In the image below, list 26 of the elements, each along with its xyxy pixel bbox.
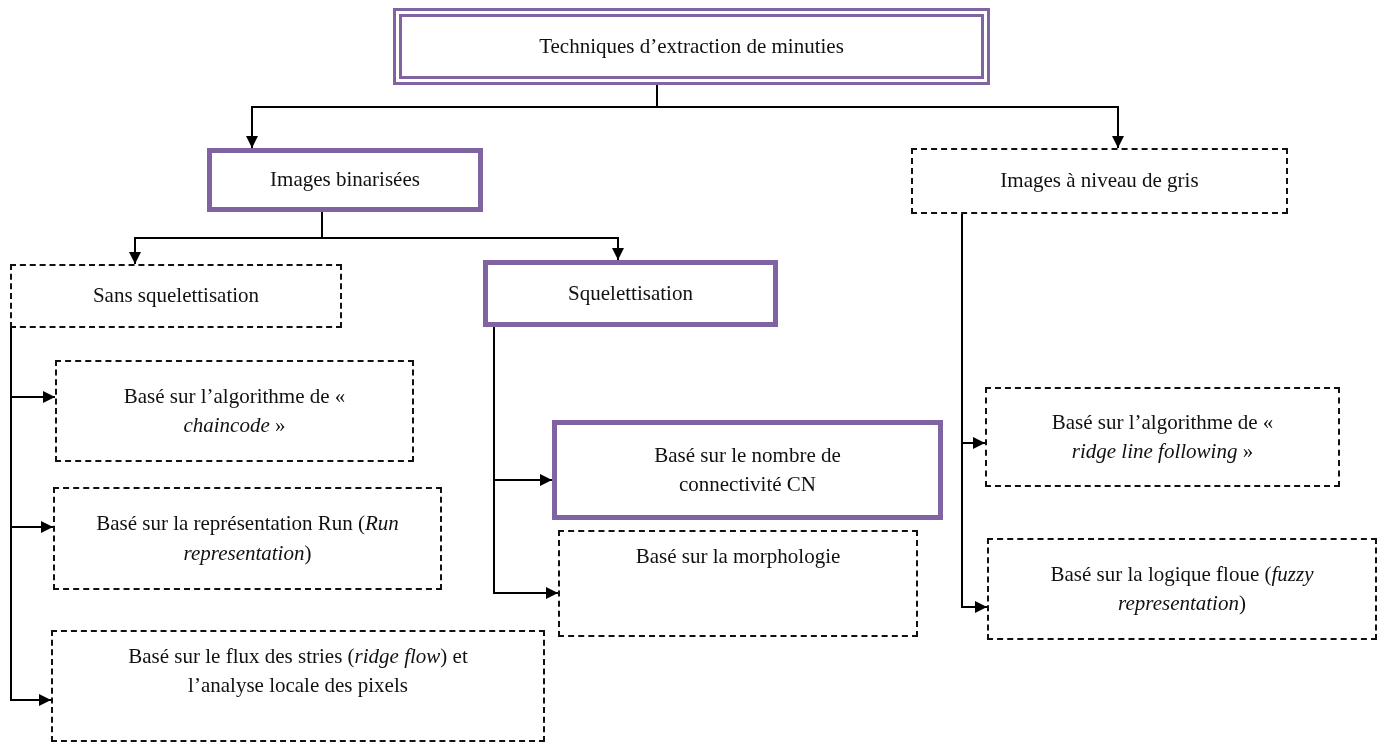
node-label: Images à niveau de gris — [1000, 167, 1199, 195]
process-box — [483, 260, 778, 327]
dashed-box — [55, 360, 414, 462]
node-label: Basé sur la représentation Run (Run representation) — [95, 510, 400, 567]
dashed-box — [53, 487, 442, 590]
node-label: Basé sur le flux des stries (ridge flow) et l’analyse locale des pixels — [127, 643, 469, 700]
dashed-box — [911, 148, 1288, 214]
dashed-box — [985, 387, 1340, 487]
node-label: Techniques d’extraction de minuties — [539, 32, 844, 60]
dashed-box — [987, 538, 1377, 640]
node-label: Basé sur la morphologie — [635, 543, 841, 570]
node-label: Basé sur le nombre de connectivité CN — [653, 441, 842, 498]
node-label: Basé sur la logique floue (fuzzy representation) — [1049, 560, 1315, 617]
node-label: Basé sur l’algorithme de « chaincode » — [122, 382, 347, 439]
dashed-box — [558, 530, 918, 637]
dashed-box — [51, 630, 545, 742]
arrow — [493, 326, 559, 599]
process-box — [552, 420, 943, 520]
dashed-box — [10, 264, 342, 328]
arrow — [321, 211, 624, 261]
process-box — [393, 8, 990, 85]
node-label: Images binarisées — [270, 166, 420, 194]
process-box — [207, 148, 483, 212]
node-label: Basé sur l’algorithme de « ridge line following » — [1050, 408, 1275, 465]
node-label: Sans squelettisation — [92, 282, 260, 310]
node-label: Squelettisation — [568, 279, 693, 307]
